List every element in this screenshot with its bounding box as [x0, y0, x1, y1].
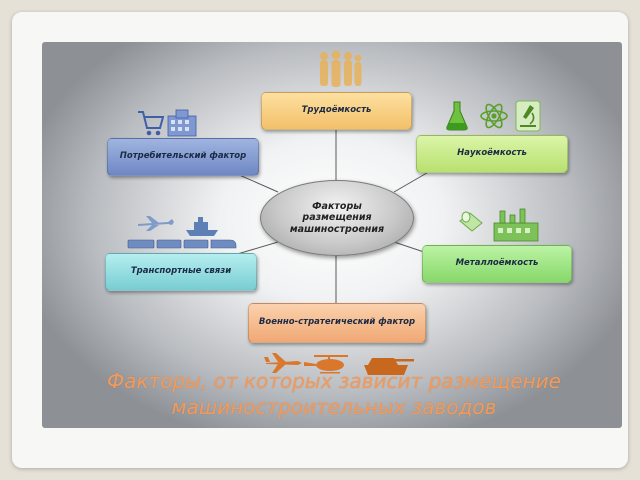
- factor-transport-label: Транспортные связи: [130, 266, 232, 277]
- factor-transport: Транспортные связи: [105, 253, 257, 291]
- connector-lines: [227, 130, 433, 303]
- fighter-jet-icon: [264, 353, 302, 373]
- factor-metal: Металлоёмкость: [422, 245, 572, 283]
- factor-consumer-label: Потребительский фактор: [119, 151, 247, 162]
- atom-icon: [480, 103, 508, 129]
- factor-labor-label: Трудоёмкость: [301, 105, 372, 116]
- people-icon: [314, 50, 364, 93]
- connector-science: [393, 169, 433, 193]
- factor-metal-label: Металлоёмкость: [455, 258, 539, 269]
- microscope-icon: [515, 100, 541, 132]
- slide: Трудоёмкость Пот: [12, 12, 628, 468]
- military-vehicles-icons: [264, 349, 414, 382]
- factor-science: Наукоёмкость: [416, 135, 568, 173]
- factor-military: Военно-стратегический фактор: [248, 303, 426, 343]
- ship-icon: [186, 217, 218, 236]
- flask-icon: [446, 101, 468, 131]
- connector-metal: [393, 241, 425, 253]
- train-icon: [127, 239, 237, 249]
- center-label: Факторы размещения машиностроения: [289, 200, 385, 235]
- connector-transport: [233, 241, 279, 256]
- shopping-cart-icon: [136, 108, 200, 145]
- science-icons: [446, 99, 542, 138]
- factor-military-label: Военно-стратегический фактор: [258, 317, 416, 328]
- slide-caption: Факторы, от которых зависит размещение м…: [107, 369, 561, 419]
- factor-science-label: Наукоёмкость: [457, 148, 527, 159]
- center-node: Факторы размещения машиностроения: [260, 180, 414, 256]
- transport-icons: [126, 212, 238, 257]
- airplane-icon: [138, 216, 174, 231]
- diagram-panel: Трудоёмкость Пот: [42, 42, 622, 428]
- metal-pipe-icon: [459, 211, 483, 232]
- factor-labor: Трудоёмкость: [261, 92, 412, 130]
- tank-icon: [364, 358, 414, 375]
- helicopter-icon: [304, 355, 348, 374]
- factory-icon: [456, 207, 542, 248]
- factor-consumer: Потребительский фактор: [107, 138, 259, 176]
